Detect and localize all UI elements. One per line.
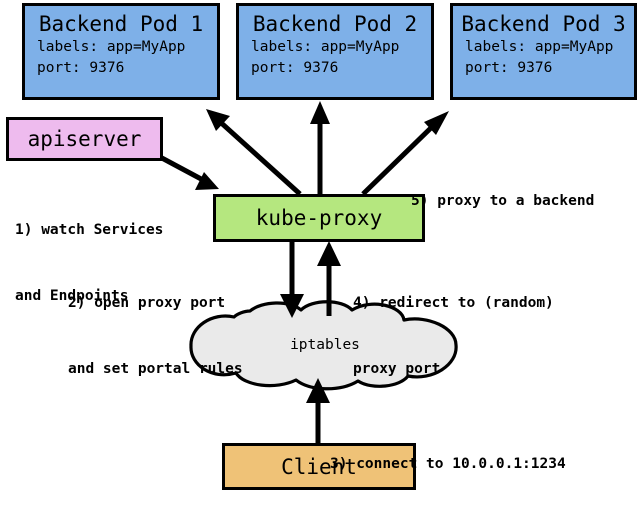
step-2-label: 2) open proxy port and set portal rules <box>68 248 243 424</box>
client-box[interactable]: Client <box>222 443 416 490</box>
step-5-label: 5) proxy to a backend <box>411 146 594 256</box>
client-label: Client <box>281 454 357 479</box>
kube-proxy-label: kube-proxy <box>255 206 383 230</box>
step-1-line-1: 1) watch Services <box>15 222 164 238</box>
step-1-label: 1) watch Services and Endpoints <box>15 175 163 351</box>
iptables-label: iptables <box>290 337 360 353</box>
step-4-label: 4) redirect to (random) proxy port <box>353 248 554 424</box>
backend-pod-1-labels: labels: app=MyApp <box>37 39 186 55</box>
arrow-client-to-iptables <box>306 378 330 443</box>
step-3-label: 3) connect to 10.0.0.1:1234 <box>330 409 566 519</box>
backend-pod-3-title: Backend Pod 3 <box>461 12 626 36</box>
apiserver-label: apiserver <box>27 127 142 151</box>
step-1-line-2: and Endpoints <box>15 288 129 304</box>
backend-pod-2-port: port: 9376 <box>251 60 339 76</box>
step-2-line-2: and set portal rules <box>68 361 243 377</box>
apiserver-box[interactable]: apiserver <box>6 117 163 161</box>
arrow-iptables-to-kubeproxy <box>317 241 341 316</box>
step-2-line-1: 2) open proxy port <box>68 295 226 311</box>
backend-pod-2-labels: labels: app=MyApp <box>251 39 400 55</box>
step-4-line-2: proxy port <box>353 361 441 377</box>
diagram-canvas: Backend Pod 1 labels: app=MyApp port: 93… <box>6 3 637 490</box>
backend-pod-1-box[interactable]: Backend Pod 1 labels: app=MyApp port: 93… <box>22 3 220 100</box>
backend-pod-3-box[interactable]: Backend Pod 3 labels: app=MyApp port: 93… <box>450 3 637 100</box>
connector-layer <box>158 101 458 443</box>
step-4-line-1: 4) redirect to (random) <box>353 295 554 311</box>
backend-pod-1-port: port: 9376 <box>37 60 125 76</box>
arrow-kubeproxy-to-iptables <box>280 242 304 318</box>
iptables-cloud-shape <box>189 300 458 391</box>
backend-pod-3-labels: labels: app=MyApp <box>465 39 614 55</box>
arrow-kubeproxy-to-pod3 <box>361 111 449 196</box>
step-5-line-1: 5) proxy to a backend <box>411 193 595 209</box>
backend-pod-2-box[interactable]: Backend Pod 2 labels: app=MyApp port: 93… <box>236 3 434 100</box>
arrow-kubeproxy-to-pod2 <box>310 101 330 194</box>
kube-proxy-box[interactable]: kube-proxy <box>213 194 425 242</box>
arrow-apiserver-to-kubeproxy <box>158 154 219 190</box>
backend-pod-2-title: Backend Pod 2 <box>252 12 418 36</box>
step-3-line-1: 3) connect to 10.0.0.1:1234 <box>330 456 566 472</box>
backend-pod-1-title: Backend Pod 1 <box>38 12 204 36</box>
arrow-kubeproxy-to-pod1 <box>206 109 302 196</box>
backend-pod-3-port: port: 9376 <box>465 60 553 76</box>
